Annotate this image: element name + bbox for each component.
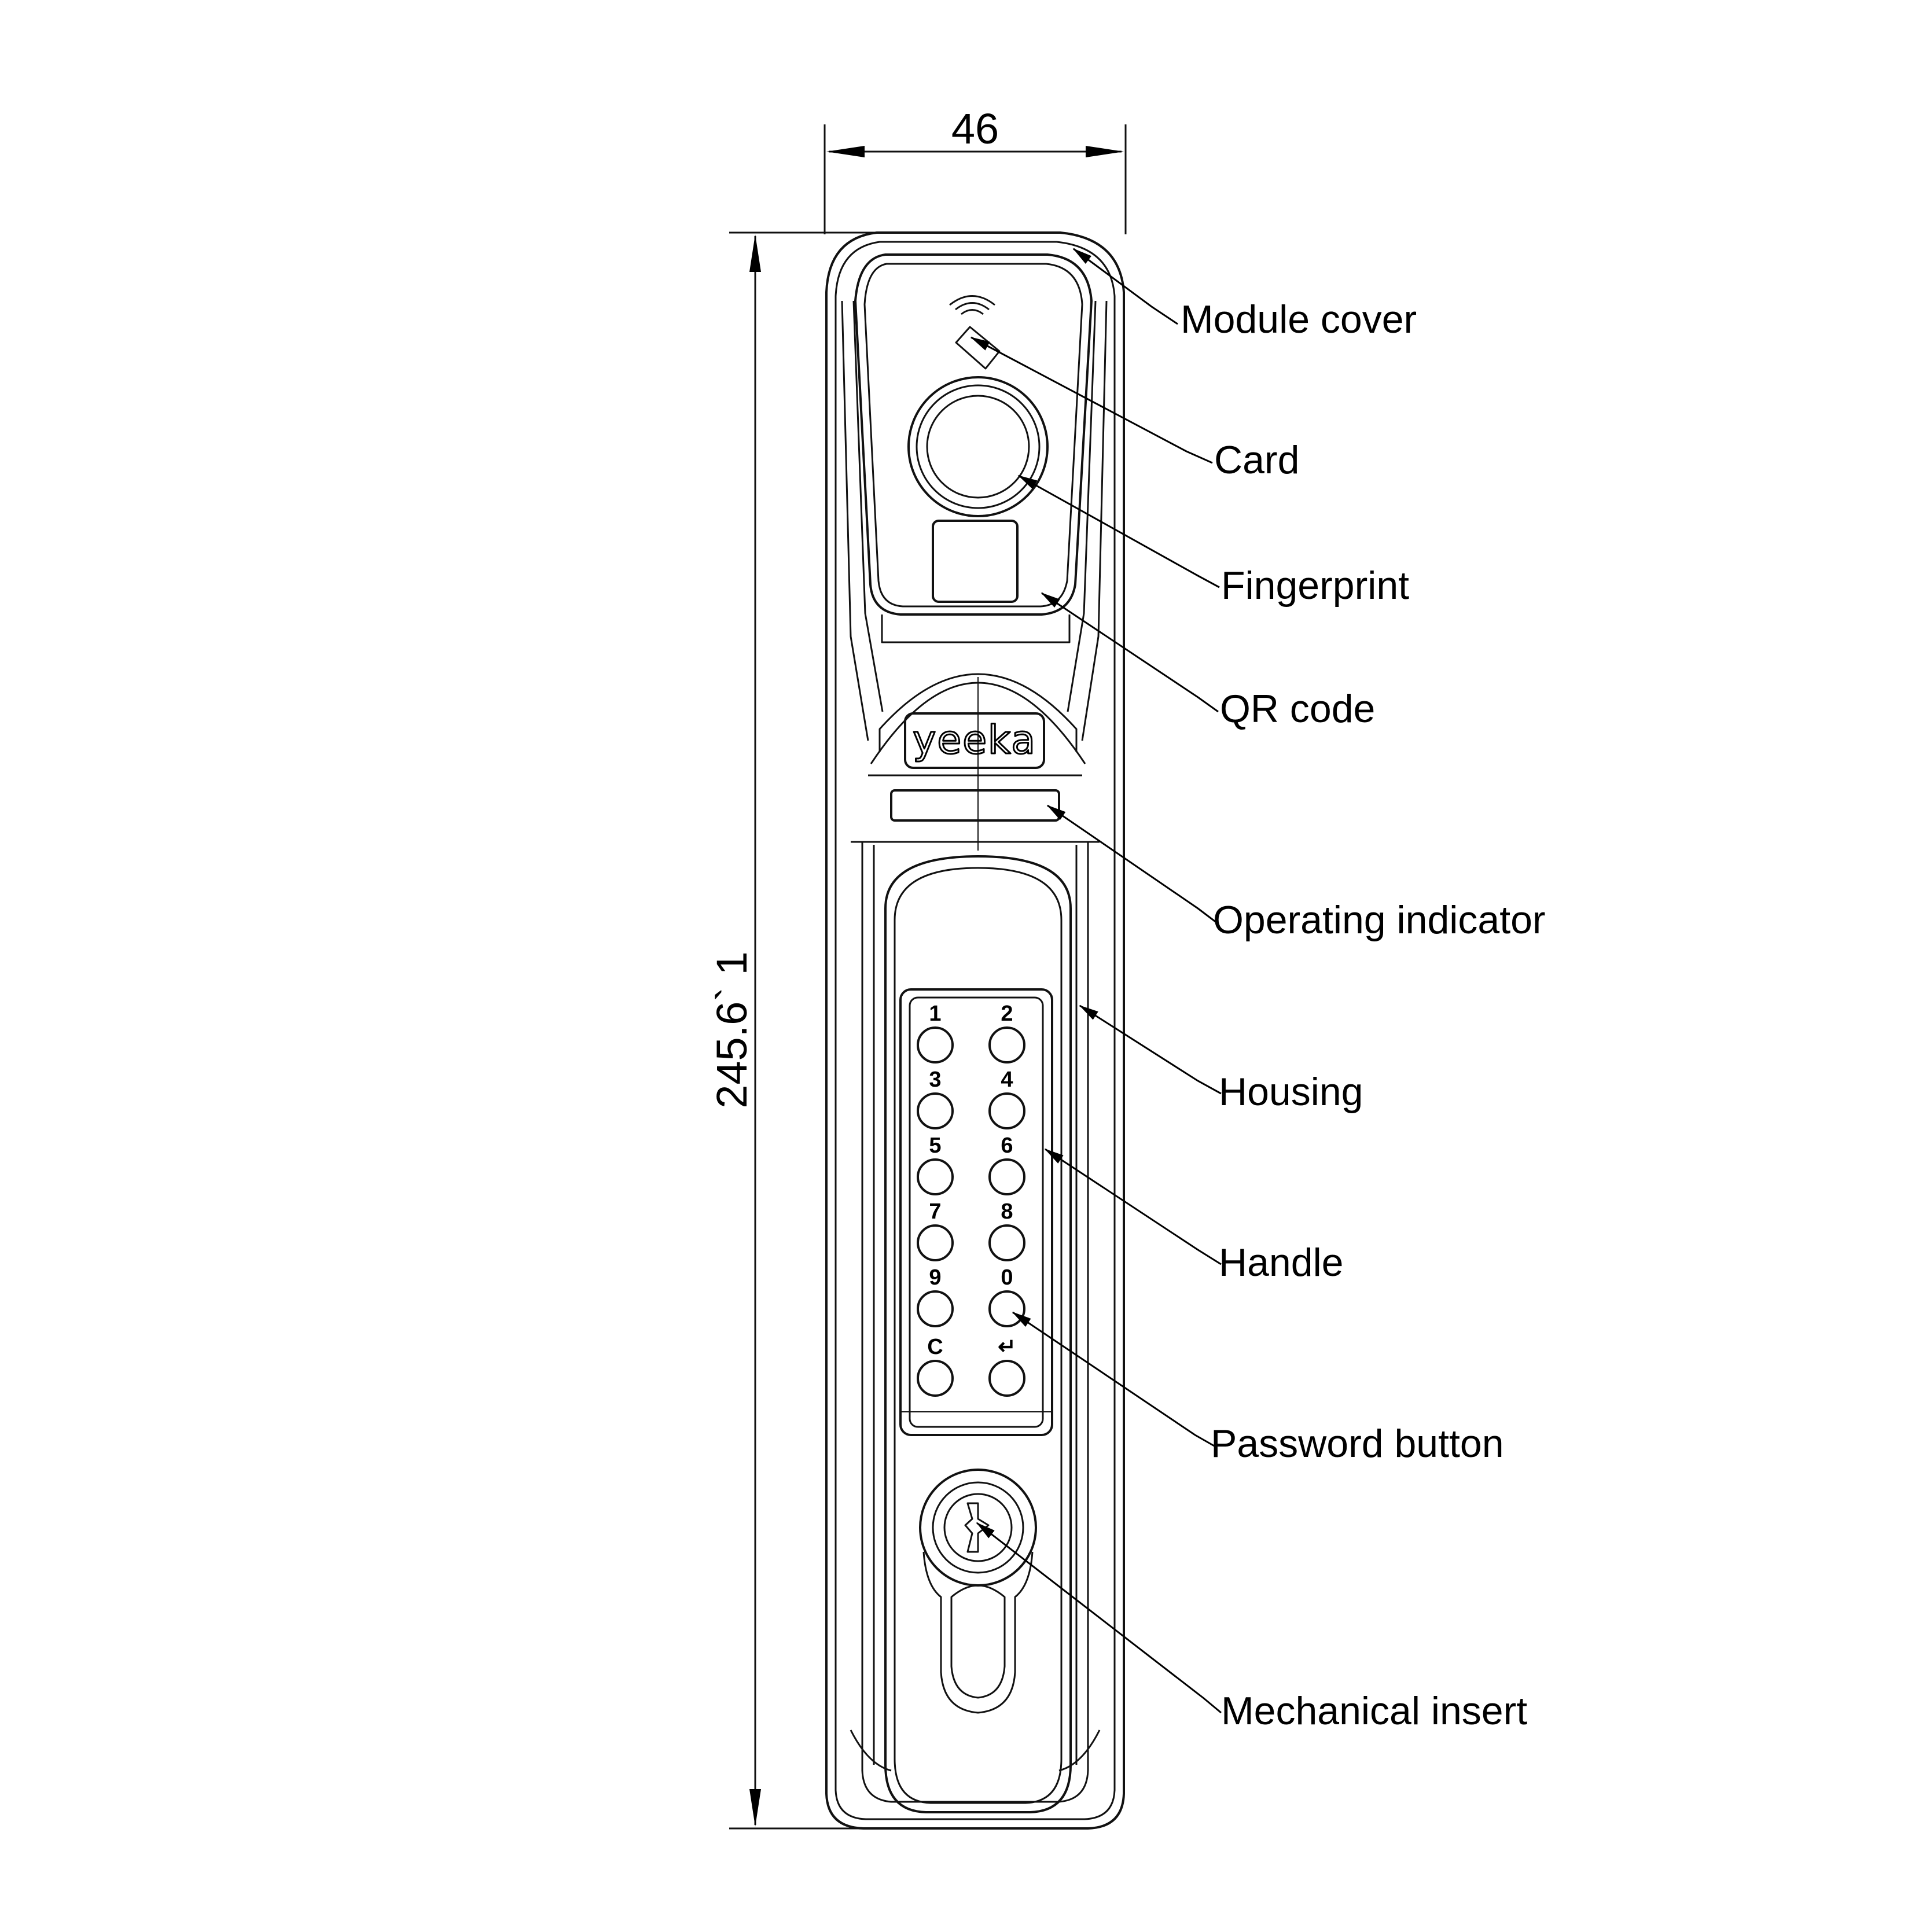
callout-card: Card: [1214, 438, 1299, 482]
keypad-button-6[interactable]: [988, 1158, 1025, 1195]
keypad-button-5[interactable]: [917, 1158, 954, 1195]
callout-labels: Module cover Card Fingerprint QR code Op…: [1181, 297, 1546, 1733]
handle-outline: [884, 855, 1072, 1813]
keypad-button-2[interactable]: [988, 1026, 1025, 1063]
key-label-8: 8: [1001, 1199, 1013, 1224]
width-dimension: 46: [824, 105, 1127, 234]
key-label-3: 3: [929, 1068, 941, 1092]
width-dimension-label: 46: [951, 105, 999, 153]
keypad-button-3[interactable]: [917, 1092, 954, 1129]
keypad-button-0[interactable]: [988, 1290, 1025, 1327]
key-cylinder: [919, 1469, 1037, 1714]
lock-body: yeeka 1 3 5: [825, 231, 1125, 1830]
card-reader-icon: [955, 326, 1001, 370]
callout-password-button: Password button: [1211, 1422, 1504, 1466]
keypad-button-9[interactable]: [917, 1290, 954, 1327]
key-label-7: 7: [929, 1199, 941, 1224]
callout-leaders: [970, 248, 1222, 1714]
key-label-enter: ↵: [998, 1335, 1016, 1359]
key-label-2: 2: [1001, 1002, 1013, 1026]
callout-handle: Handle: [1219, 1241, 1344, 1285]
keypad-plate: [899, 988, 1053, 1436]
keypad-button-8[interactable]: [988, 1224, 1025, 1261]
height-dimension-label: 245.6` 1: [708, 951, 756, 1109]
key-label-1: 1: [929, 1002, 941, 1026]
callout-housing: Housing: [1219, 1070, 1363, 1114]
callout-module-cover: Module cover: [1181, 297, 1417, 341]
brand-logo: yeeka: [913, 717, 1036, 763]
operating-indicator-bar: [890, 789, 1060, 822]
key-label-0: 0: [1001, 1265, 1013, 1290]
callout-operating-indicator: Operating indicator: [1213, 898, 1546, 942]
keypad-button-1[interactable]: [917, 1026, 954, 1063]
key-label-4: 4: [1001, 1068, 1013, 1092]
keypad-button-clear[interactable]: [917, 1360, 954, 1397]
keypad-button-enter[interactable]: [988, 1360, 1025, 1397]
keypad-button-4[interactable]: [988, 1092, 1025, 1129]
callout-qr-code: QR code: [1220, 687, 1375, 731]
brand-badge: [904, 712, 1045, 769]
key-label-clear: C: [927, 1335, 943, 1359]
key-label-6: 6: [1001, 1134, 1013, 1158]
fingerprint-sensor: [907, 376, 1049, 517]
key-label-5: 5: [929, 1134, 941, 1158]
qr-code-window: [932, 520, 1019, 603]
nfc-icon: [949, 295, 995, 315]
keypad-button-7[interactable]: [917, 1224, 954, 1261]
height-dimension: 245.6` 1: [708, 231, 1059, 1830]
key-label-9: 9: [929, 1265, 941, 1290]
keypad: 1 3 5 7 9 C 2 4 6 8 0 ↵: [917, 1002, 1025, 1397]
callout-mechanical-insert: Mechanical insert: [1221, 1689, 1527, 1733]
callout-fingerprint: Fingerprint: [1221, 564, 1409, 608]
